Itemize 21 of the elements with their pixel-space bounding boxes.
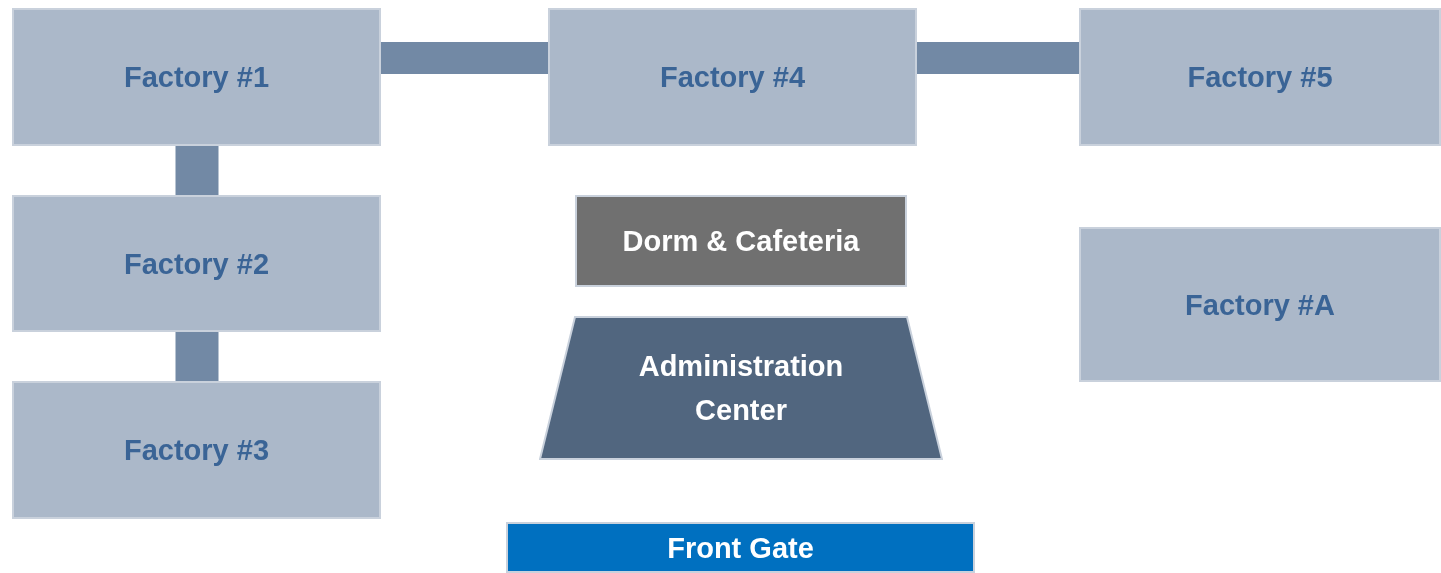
building-label: Dorm & Cafeteria — [622, 224, 860, 259]
connector-bar — [917, 42, 1079, 74]
building-box — [548, 8, 917, 146]
building-label: Factory #2 — [123, 246, 270, 282]
building-box — [506, 522, 975, 573]
building-box — [12, 381, 381, 519]
building-box — [1079, 227, 1441, 382]
building-box — [1079, 8, 1441, 146]
building-label: Administration Center — [637, 349, 845, 428]
connector-bar — [175, 146, 219, 195]
building-label: Factory #3 — [123, 433, 270, 468]
connector-bar — [381, 42, 548, 74]
building-label: Factory #5 — [1187, 60, 1333, 95]
building-box — [12, 8, 381, 146]
building-label: Front Gate — [667, 530, 814, 566]
building-label: Factory #1 — [123, 60, 270, 95]
building-box — [12, 195, 381, 332]
connector-bar — [175, 332, 219, 381]
building-box — [575, 195, 907, 287]
building-label: Factory #A — [1185, 287, 1335, 323]
building-label: Factory #4 — [659, 60, 806, 95]
